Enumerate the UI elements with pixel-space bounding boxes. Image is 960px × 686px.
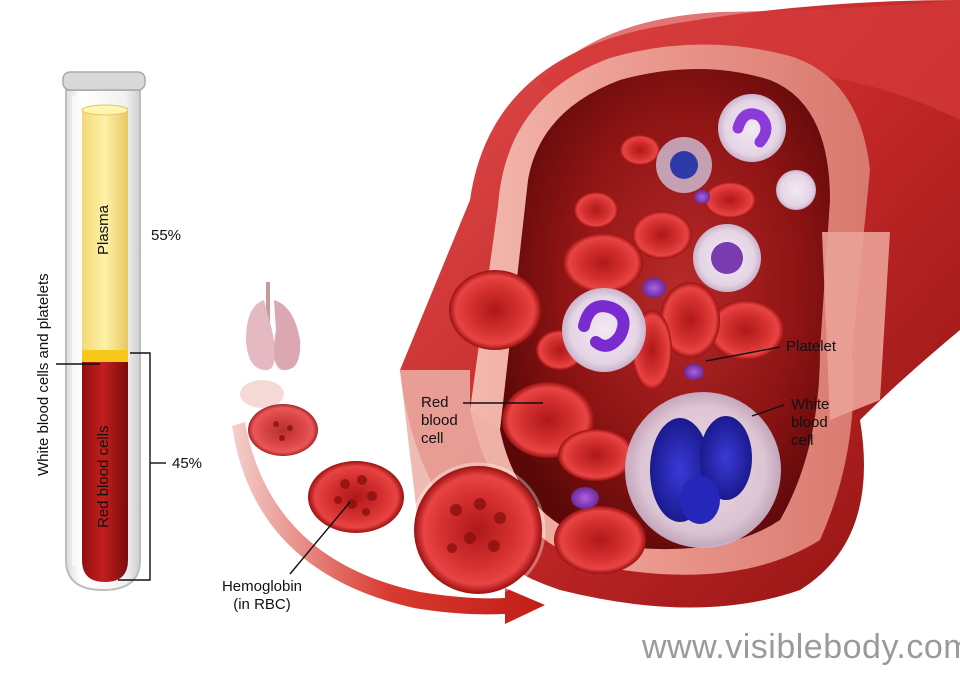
red-blood-cell-label-line: blood — [421, 412, 458, 429]
buffy-coat-label: White blood cells and platelets — [35, 273, 52, 476]
flow-arrow — [232, 422, 545, 624]
red-blood-cell-label-line: cell — [421, 430, 444, 447]
red-cell-layer — [82, 362, 128, 582]
test-tube — [62, 71, 146, 592]
tube-rim — [62, 71, 146, 91]
hemoglobin-label: Hemoglobin (in RBC) — [214, 578, 310, 614]
vessel-white-cells — [562, 94, 816, 548]
hemoglobin-label-line: (in RBC) — [233, 596, 291, 613]
buffy-coat-layer — [82, 350, 128, 362]
red-blood-cell-label-line: Red — [421, 394, 449, 411]
watermark: www.visiblebody.com — [642, 628, 960, 666]
white-blood-cell-label-line: White — [791, 396, 830, 413]
platelet-label: Platelet — [786, 338, 837, 355]
rbc-percent: 45% — [172, 455, 203, 472]
plasma-percent: 55% — [151, 227, 182, 244]
rbc-tube-label: Red blood cells — [95, 425, 112, 528]
label-leader-lines — [289, 346, 785, 575]
hemoglobin-label-line: Hemoglobin — [221, 578, 303, 595]
plasma-label: Plasma — [95, 204, 112, 255]
vessel-platelets — [571, 190, 710, 509]
white-blood-cell-label-line: cell — [791, 432, 814, 449]
red-blood-cell-label: Red blood cell — [421, 394, 458, 448]
white-blood-cell-label: White blood cell — [791, 396, 829, 450]
white-blood-cell-label-line: blood — [791, 414, 828, 431]
rbc-sequence — [240, 380, 546, 598]
plasma-layer — [82, 108, 128, 360]
lungs-icon — [246, 282, 301, 371]
tube-brackets — [56, 352, 166, 581]
